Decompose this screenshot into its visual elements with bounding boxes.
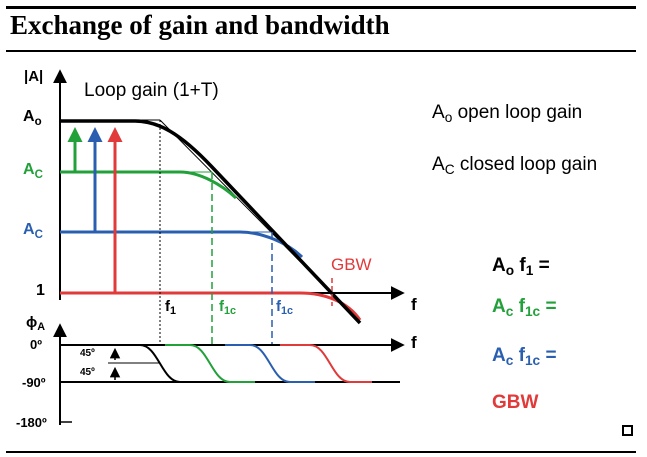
top-rule (6, 6, 636, 9)
ac-legend: AC closed loop gain (432, 154, 598, 178)
gbw-label: GBW (331, 255, 372, 274)
f1c-green-label: f1c (219, 298, 237, 318)
phase-tick-minus180: -180º (16, 415, 47, 430)
blue-phase-curve (225, 344, 315, 383)
ac-blue-tick: AC (23, 221, 43, 241)
one-tick: 1 (36, 282, 45, 299)
mag-x-axis-label: f (411, 295, 417, 314)
phase-x-axis-label: f (411, 333, 417, 352)
equation-ao-f1: Ao f1 = (492, 255, 550, 279)
red-unity-curve (60, 291, 362, 321)
equation-ac-f1c-blue: Ac f1c = (492, 345, 557, 369)
f1-label: f1 (165, 298, 177, 318)
equation-gbw: GBW (492, 392, 539, 413)
mag-axis-label: |A| (24, 68, 44, 85)
equation-ac-f1c-green: Ac f1c = (492, 296, 557, 320)
green-phase-curve (165, 344, 255, 383)
f1c-blue-label: f1c (276, 298, 294, 318)
phase-axis-label: ϕA (26, 314, 46, 334)
ac-green-tick: AC (23, 161, 43, 181)
ao-legend: Ao open loop gain (432, 102, 583, 126)
ao-tick: Ao (23, 108, 42, 128)
loop-gain-label: Loop gain (1+T) (84, 80, 219, 101)
open-loop-curve (60, 119, 362, 325)
phase-shift-label-top: 45º (80, 348, 95, 359)
phase-shift-label-bottom: 45º (80, 367, 95, 378)
phase-tick-0: 0º (30, 337, 42, 352)
slide-end-marker (622, 425, 633, 436)
bottom-rule (6, 451, 636, 453)
phase-tick-minus90: -90º (22, 375, 46, 390)
blue-closed-loop-curve (60, 230, 304, 259)
red-phase-curve (280, 344, 372, 383)
slide-title: Exchange of gain and bandwidth (10, 10, 390, 40)
green-closed-loop-curve (60, 170, 238, 200)
title-underline (6, 50, 636, 52)
